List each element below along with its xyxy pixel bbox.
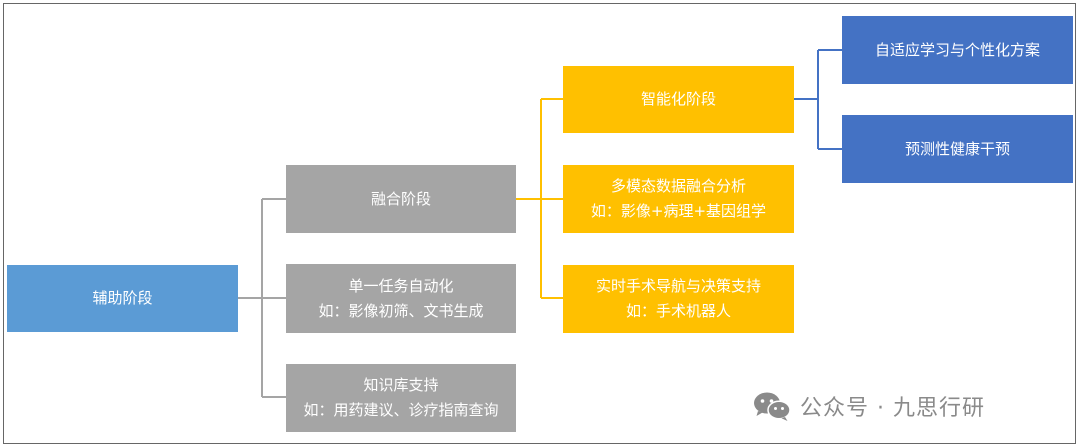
navy-connectors [794,49,842,150]
node-adaptive-learning: 自适应学习与个性化方案 [842,16,1073,84]
gray-connectors [238,198,286,398]
node-label: 实时手术导航与决策支持 [595,277,761,295]
node-multimodal-fusion: 多模态数据融合分析 如：影像+病理+基因组学 [563,165,794,233]
node-label: 多模态数据融合分析 [610,177,746,195]
node-predictive-intervention: 预测性健康干预 [842,115,1073,183]
node-example: 如：手术机器人 [625,302,731,320]
node-single-task-automation: 单一任务自动化 如：影像初筛、文书生成 [286,264,516,333]
node-label: 自适应学习与个性化方案 [874,40,1040,59]
node-label: 知识库支持 [363,376,439,394]
node-example: 如：用药建议、诊疗指南查询 [303,401,499,419]
watermark-text: 公众号 · 九思行研 [800,396,985,421]
node-example: 如：影像初筛、文书生成 [318,301,484,320]
node-surgical-navigation: 实时手术导航与决策支持 如：手术机器人 [563,265,794,333]
watermark: 公众号 · 九思行研 [752,388,985,424]
node-label: 智能化阶段 [640,90,716,108]
node-intelligent-stage: 智能化阶段 [563,66,794,133]
node-knowledge-base: 知识库支持 如：用药建议、诊疗指南查询 [286,364,516,432]
wechat-icon [754,392,791,421]
node-label: 单一任务自动化 [348,276,454,295]
node-fusion-stage: 融合阶段 [286,165,516,233]
node-label: 预测性健康干预 [904,139,1010,158]
node-label: 辅助阶段 [92,289,153,307]
gold-connectors [516,98,563,299]
node-label: 融合阶段 [370,189,431,208]
node-example: 如：影像+病理+基因组学 [590,202,767,220]
node-assist-stage: 辅助阶段 [7,265,238,332]
diagram-frame [3,3,1076,444]
